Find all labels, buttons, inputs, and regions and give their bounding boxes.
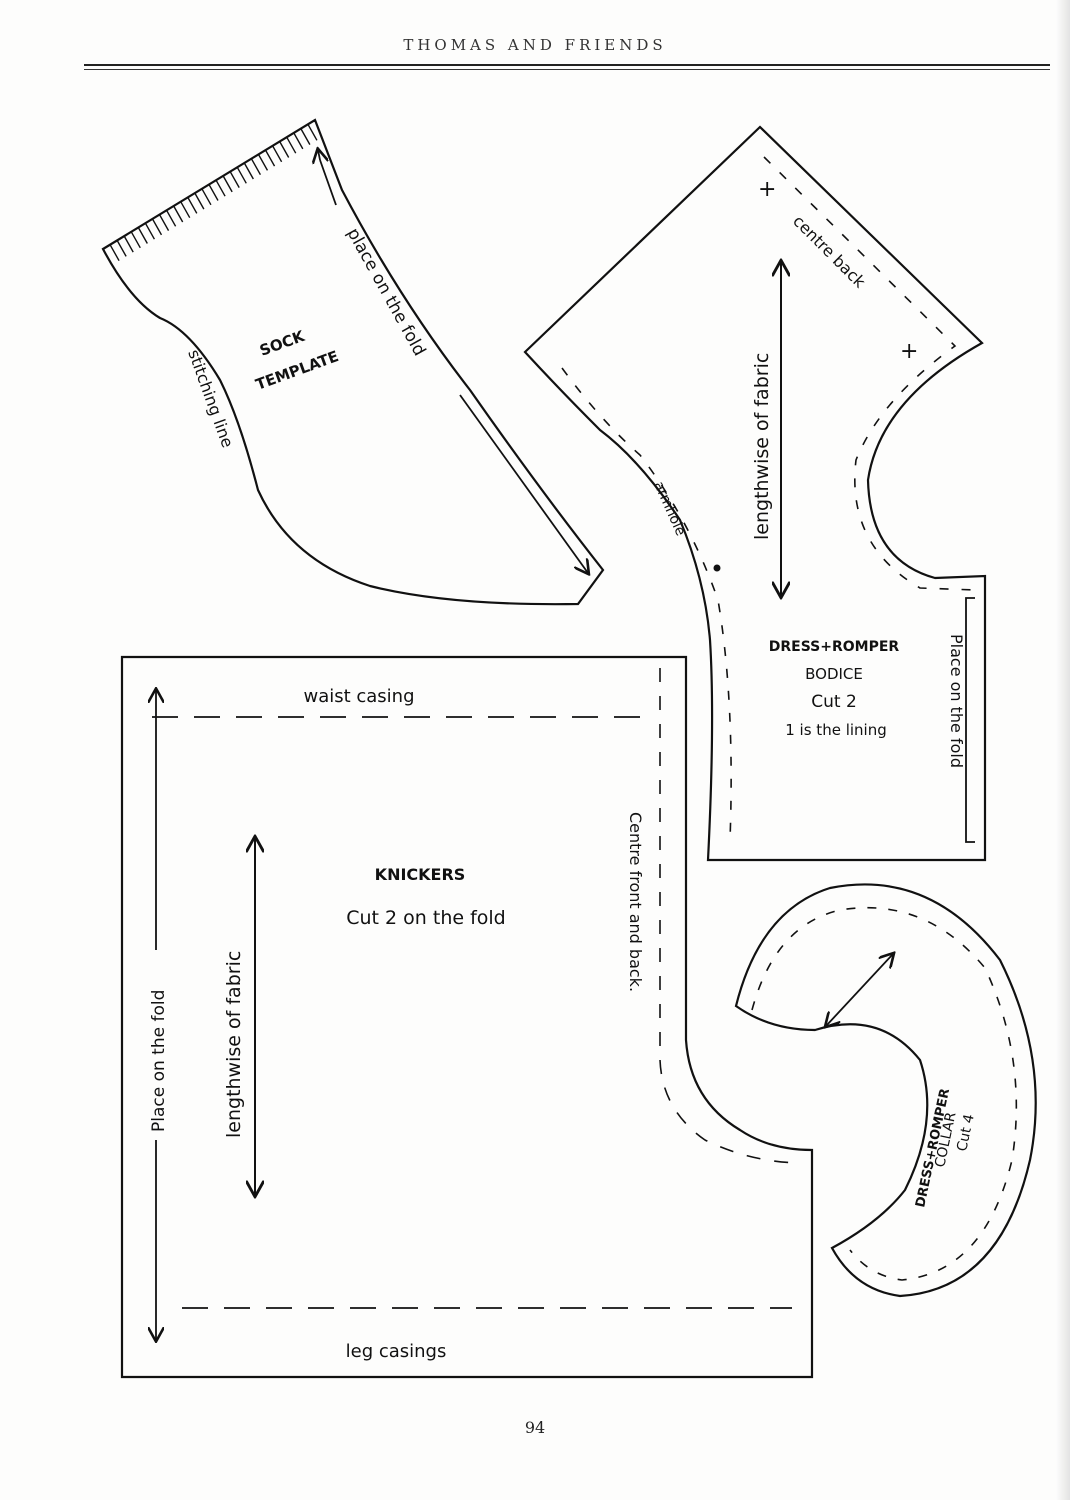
cuff-hatch-stroke	[279, 141, 290, 158]
page-number: 94	[524, 1418, 546, 1437]
knickers-grain-label: lengthwise of fabric	[223, 951, 245, 1138]
knickers-waist-label: waist casing	[303, 686, 414, 707]
cuff-hatch-stroke	[158, 214, 170, 231]
cuff-hatch-stroke	[215, 179, 226, 197]
collar-outline	[734, 883, 1037, 1298]
cuff-hatch-stroke	[257, 154, 269, 171]
cuff-hatch-stroke	[173, 205, 184, 223]
knickers-centre-line	[659, 668, 801, 1164]
bodice-fold-label: Place on the fold	[947, 634, 966, 768]
bodice-title-line4: 1 is the lining	[785, 721, 886, 739]
sock-cuff-hatching	[109, 123, 318, 262]
cuff-hatch-stroke	[180, 201, 191, 219]
bodice-notch-dot	[713, 564, 721, 572]
cuff-hatch-stroke	[151, 218, 163, 236]
cuff-hatch-stroke	[243, 162, 254, 180]
cuff-hatch-stroke	[130, 231, 141, 249]
sock-fold-arrow	[319, 159, 337, 206]
cuff-hatch-stroke	[300, 128, 311, 145]
bodice-cross-1: +	[758, 177, 776, 202]
knickers-leg-label: leg casings	[346, 1341, 447, 1362]
sock-outline	[101, 118, 605, 606]
cuff-hatch-stroke	[187, 197, 198, 214]
sock-template: place on the fold stitching line SOCK TE…	[101, 118, 605, 606]
knickers-pattern: Place on the fold lengthwise of fabric w…	[120, 655, 814, 1379]
knickers-outline	[120, 655, 814, 1379]
sock-title-line1: SOCK	[257, 327, 308, 360]
running-head: THOMAS AND FRIENDS	[403, 36, 667, 54]
cuff-hatch-stroke	[286, 136, 297, 154]
cuff-hatch-stroke	[264, 149, 276, 167]
bodice-stitching-line	[561, 367, 732, 841]
bodice-pattern: + + centre back lengthwise of fabric arm…	[523, 125, 987, 862]
header-rule-thin	[84, 69, 1050, 70]
cuff-hatch-stroke	[208, 184, 219, 201]
collar-grain-arrow	[826, 954, 893, 1026]
knickers-title-line2: Cut 2 on the fold	[346, 907, 506, 929]
bodice-armhole-label: armhole	[650, 479, 688, 538]
cuff-hatch-stroke	[293, 132, 304, 150]
knickers-fold-label: Place on the fold	[149, 990, 169, 1132]
bodice-title-line1: DRESS+ROMPER	[769, 639, 900, 655]
cuff-hatch-stroke	[222, 175, 233, 193]
cuff-hatch-stroke	[116, 240, 127, 257]
collar-pattern: DRESS+ROMPER COLLAR Cut 4	[734, 883, 1037, 1298]
cuff-hatch-stroke	[236, 166, 247, 184]
bodice-fold-bracket	[965, 597, 975, 843]
cuff-hatch-stroke	[201, 188, 212, 206]
cuff-hatch-stroke	[165, 209, 177, 227]
cuff-hatch-stroke	[229, 171, 240, 188]
bodice-cross-2: +	[900, 339, 918, 364]
cuff-hatch-stroke	[123, 235, 134, 253]
cuff-hatch-stroke	[271, 145, 283, 163]
knickers-centre-label: Centre front and back.	[626, 812, 645, 992]
cuff-hatch-stroke	[109, 244, 120, 262]
cuff-hatch-stroke	[144, 222, 156, 240]
bodice-title-line3: Cut 2	[811, 692, 857, 712]
bodice-grain-label: lengthwise of fabric	[751, 353, 773, 540]
collar-title-line3: Cut 4	[954, 1113, 977, 1153]
cuff-hatch-stroke	[307, 123, 318, 141]
bodice-outline	[523, 125, 987, 862]
cuff-hatch-stroke	[250, 158, 262, 176]
knickers-title-line1: KNICKERS	[375, 865, 466, 884]
cuff-hatch-stroke	[194, 192, 205, 210]
sock-fold-label: place on the fold	[343, 225, 430, 360]
header-rule	[84, 64, 1050, 66]
bodice-title-line2: BODICE	[805, 665, 863, 683]
cuff-hatch-stroke	[137, 227, 148, 244]
